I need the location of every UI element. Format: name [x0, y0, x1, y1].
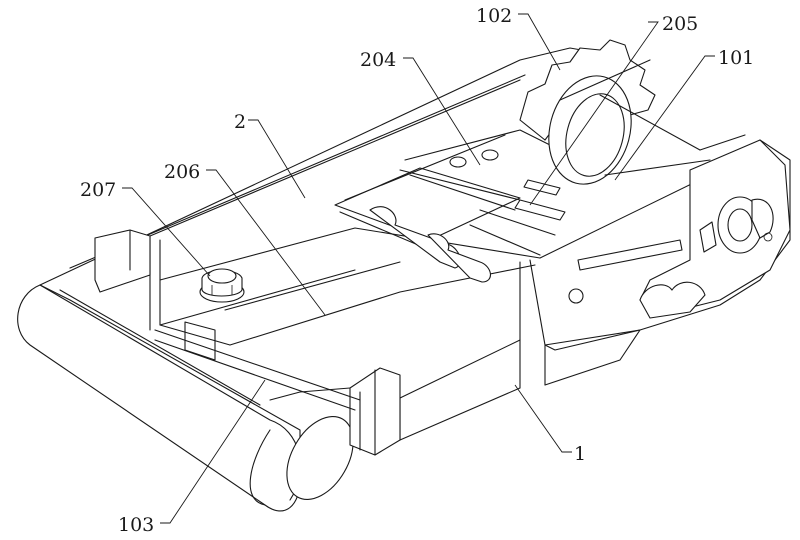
part-labels: 102 205 204 101 2 206 207 1 103: [80, 5, 754, 536]
label-103: 103: [118, 514, 154, 536]
label-1: 1: [574, 443, 586, 465]
leader-1: [515, 385, 572, 452]
right-end-cap: [350, 368, 400, 455]
knob: [200, 269, 244, 302]
label-101: 101: [718, 47, 754, 69]
label-204: 204: [360, 49, 396, 71]
leader-2: [248, 120, 305, 198]
left-end-cap: [95, 230, 150, 292]
leader-204: [403, 58, 480, 165]
label-205: 205: [662, 13, 698, 35]
label-2: 2: [234, 111, 246, 133]
pawl-bars: [335, 130, 565, 282]
label-206: 206: [164, 161, 200, 183]
label-207: 207: [80, 179, 116, 201]
label-102: 102: [476, 5, 512, 27]
leader-102: [518, 14, 560, 70]
ratchet-gear: [520, 40, 710, 193]
